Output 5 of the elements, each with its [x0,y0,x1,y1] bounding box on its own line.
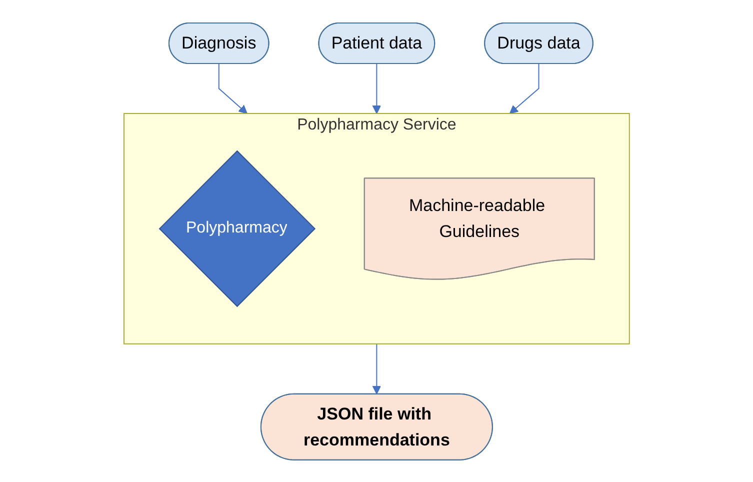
arrow [218,62,248,114]
node-diamond: Polypharmacy [158,150,316,307]
arrow [372,342,381,394]
arrow [509,62,540,114]
arrow [372,62,381,114]
